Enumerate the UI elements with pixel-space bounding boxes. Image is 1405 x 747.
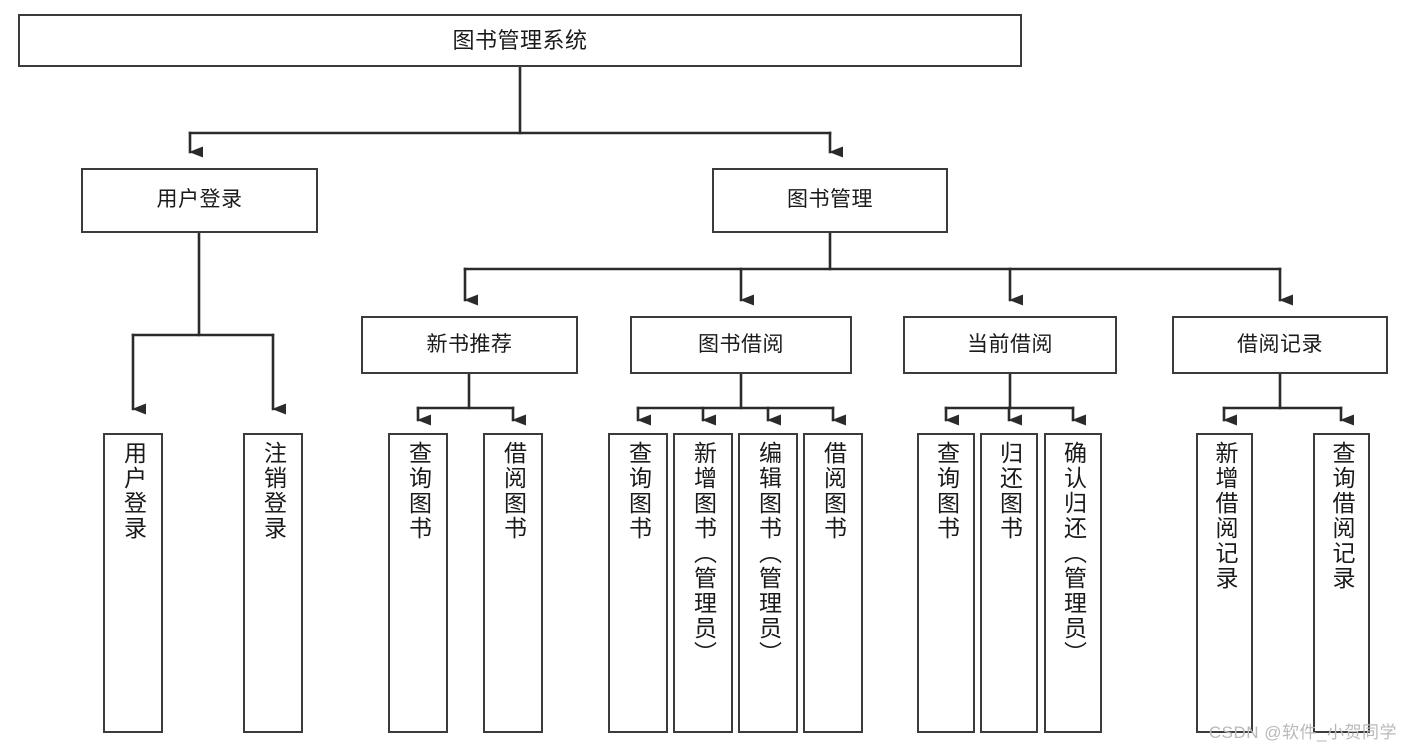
- node-label: 新书推荐: [426, 332, 513, 356]
- node-label: 归还图书: [996, 441, 1023, 541]
- node-label: 借阅图书: [820, 441, 847, 541]
- node-current-borrow[interactable]: 当前借阅: [903, 316, 1117, 374]
- node-book-manage[interactable]: 图书管理: [712, 168, 948, 233]
- node-label: 查询图书: [625, 441, 652, 541]
- leaf-query-book-1[interactable]: 查询图书: [388, 433, 448, 733]
- node-new-book-rec[interactable]: 新书推荐: [361, 316, 578, 374]
- node-label: 编辑图书（管理员）: [755, 441, 782, 666]
- leaf-query-record[interactable]: 查询借阅记录: [1313, 433, 1370, 733]
- node-label: 当前借阅: [967, 332, 1053, 356]
- node-label: 注销登录: [260, 441, 287, 541]
- node-label: 查询图书: [933, 441, 960, 541]
- node-label: 新增借阅记录: [1212, 441, 1238, 591]
- leaf-add-book[interactable]: 新增图书（管理员）: [673, 433, 733, 733]
- node-borrow-record[interactable]: 借阅记录: [1172, 316, 1388, 374]
- leaf-edit-book[interactable]: 编辑图书（管理员）: [738, 433, 798, 733]
- node-root-system[interactable]: 图书管理系统: [18, 14, 1022, 67]
- leaf-query-book-2[interactable]: 查询图书: [608, 433, 668, 733]
- leaf-query-book-3[interactable]: 查询图书: [917, 433, 975, 733]
- node-label: 用户登录: [120, 441, 147, 541]
- leaf-confirm-return[interactable]: 确认归还（管理员）: [1044, 433, 1102, 733]
- node-label: 用户登录: [156, 188, 243, 212]
- node-label: 查询借阅记录: [1329, 441, 1355, 591]
- node-label: 图书管理系统: [452, 27, 588, 53]
- leaf-user-login[interactable]: 用户登录: [103, 433, 163, 733]
- node-book-borrow[interactable]: 图书借阅: [630, 316, 852, 374]
- leaf-logout-login[interactable]: 注销登录: [243, 433, 303, 733]
- watermark-text: CSDN @软件_小贺同学: [1208, 723, 1397, 742]
- node-label: 查询图书: [405, 441, 432, 541]
- leaf-borrow-book-1[interactable]: 借阅图书: [483, 433, 543, 733]
- node-label: 图书管理: [787, 188, 873, 212]
- leaf-add-record[interactable]: 新增借阅记录: [1196, 433, 1253, 733]
- leaf-borrow-book-2[interactable]: 借阅图书: [803, 433, 863, 733]
- node-label: 确认归还（管理员）: [1060, 441, 1087, 666]
- node-user-login[interactable]: 用户登录: [81, 168, 318, 233]
- node-label: 借阅图书: [500, 441, 527, 541]
- node-label: 图书借阅: [698, 332, 784, 356]
- leaf-return-book[interactable]: 归还图书: [980, 433, 1038, 733]
- node-label: 借阅记录: [1237, 332, 1323, 356]
- node-label: 新增图书（管理员）: [690, 441, 717, 666]
